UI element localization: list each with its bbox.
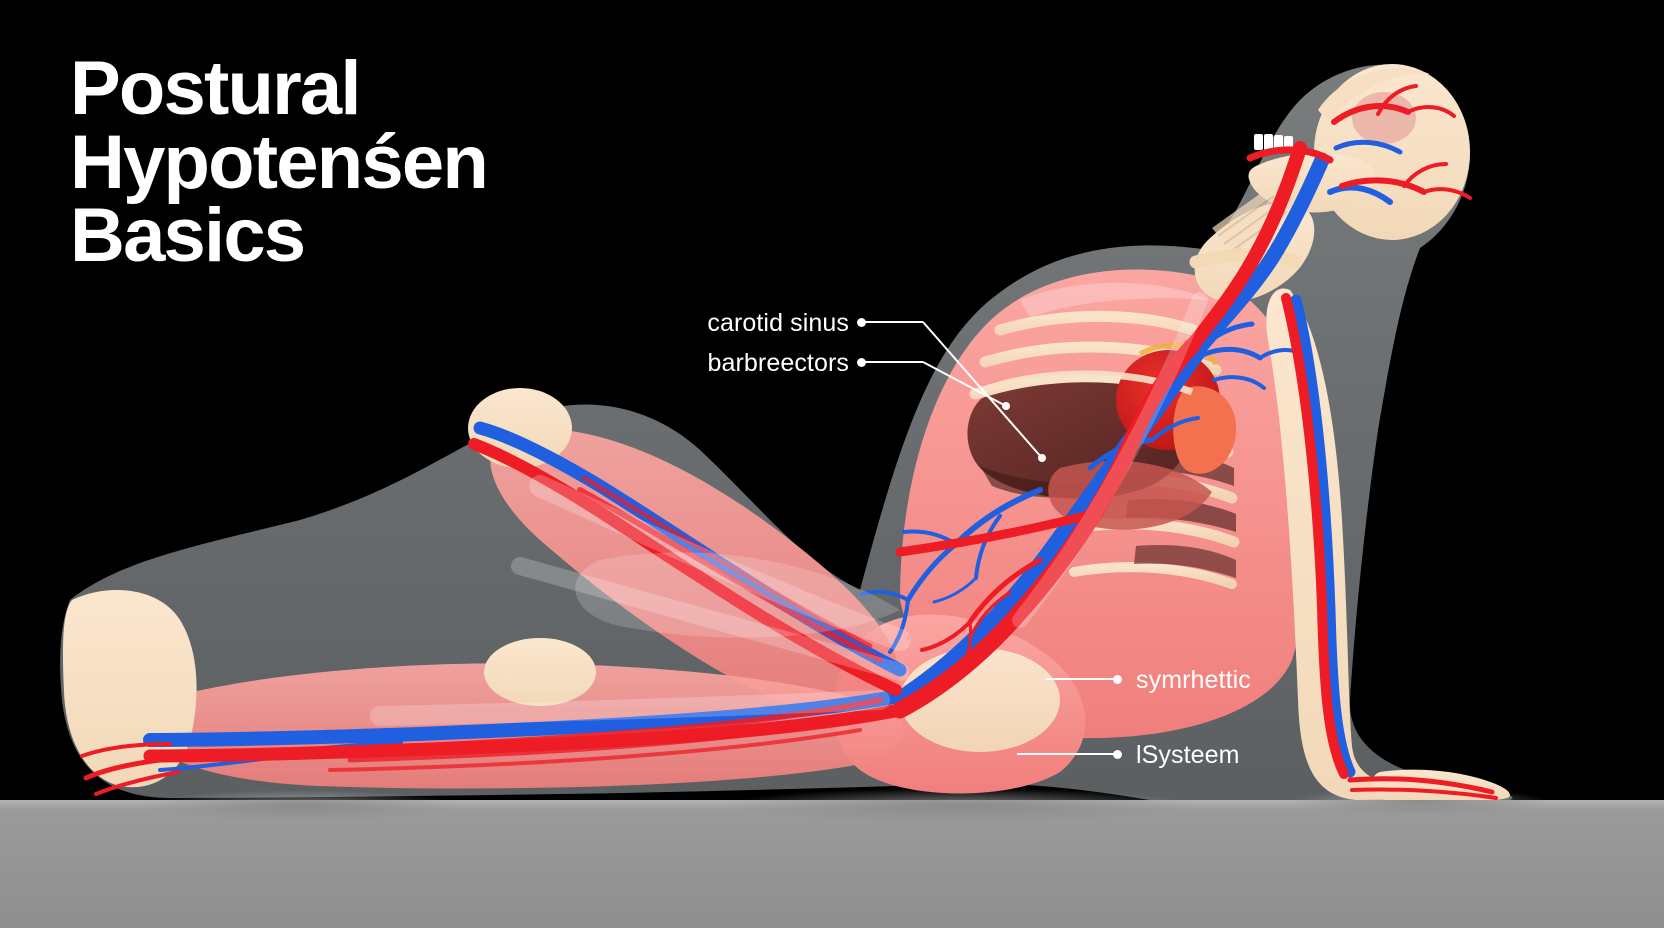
callout-dot-sympathetic — [1113, 675, 1122, 684]
callout-target-dot-baroreceptors — [1002, 402, 1010, 410]
callout-label-baroreceptors: barbreectors — [707, 349, 849, 377]
body-highlight — [575, 282, 1210, 638]
callout-leader-baroreceptors — [861, 361, 923, 363]
callout-label-carotid-sinus: carotid sinus — [707, 309, 849, 337]
callout-leader-sympathetic — [1046, 678, 1117, 680]
arteries — [80, 84, 1498, 800]
callout-connector-carotid-sinus — [922, 321, 1043, 459]
callout-leader-nervous-system — [1017, 753, 1117, 755]
heart-apex — [1173, 386, 1237, 474]
callout-label-nervous-system: lSysteem — [1136, 741, 1240, 769]
callout-leader-carotid-sinus — [861, 321, 923, 323]
callout-label-sympathetic: symrhettic — [1136, 666, 1251, 694]
page-title: Postural Hypotenśen Basics — [70, 46, 489, 279]
callout-target-dot-carotid-sinus — [1038, 454, 1046, 462]
callout-connector-baroreceptors — [922, 361, 1007, 407]
sympathetic-nerve-tracts — [370, 292, 1208, 726]
callout-dot-nervous-system — [1113, 750, 1122, 759]
